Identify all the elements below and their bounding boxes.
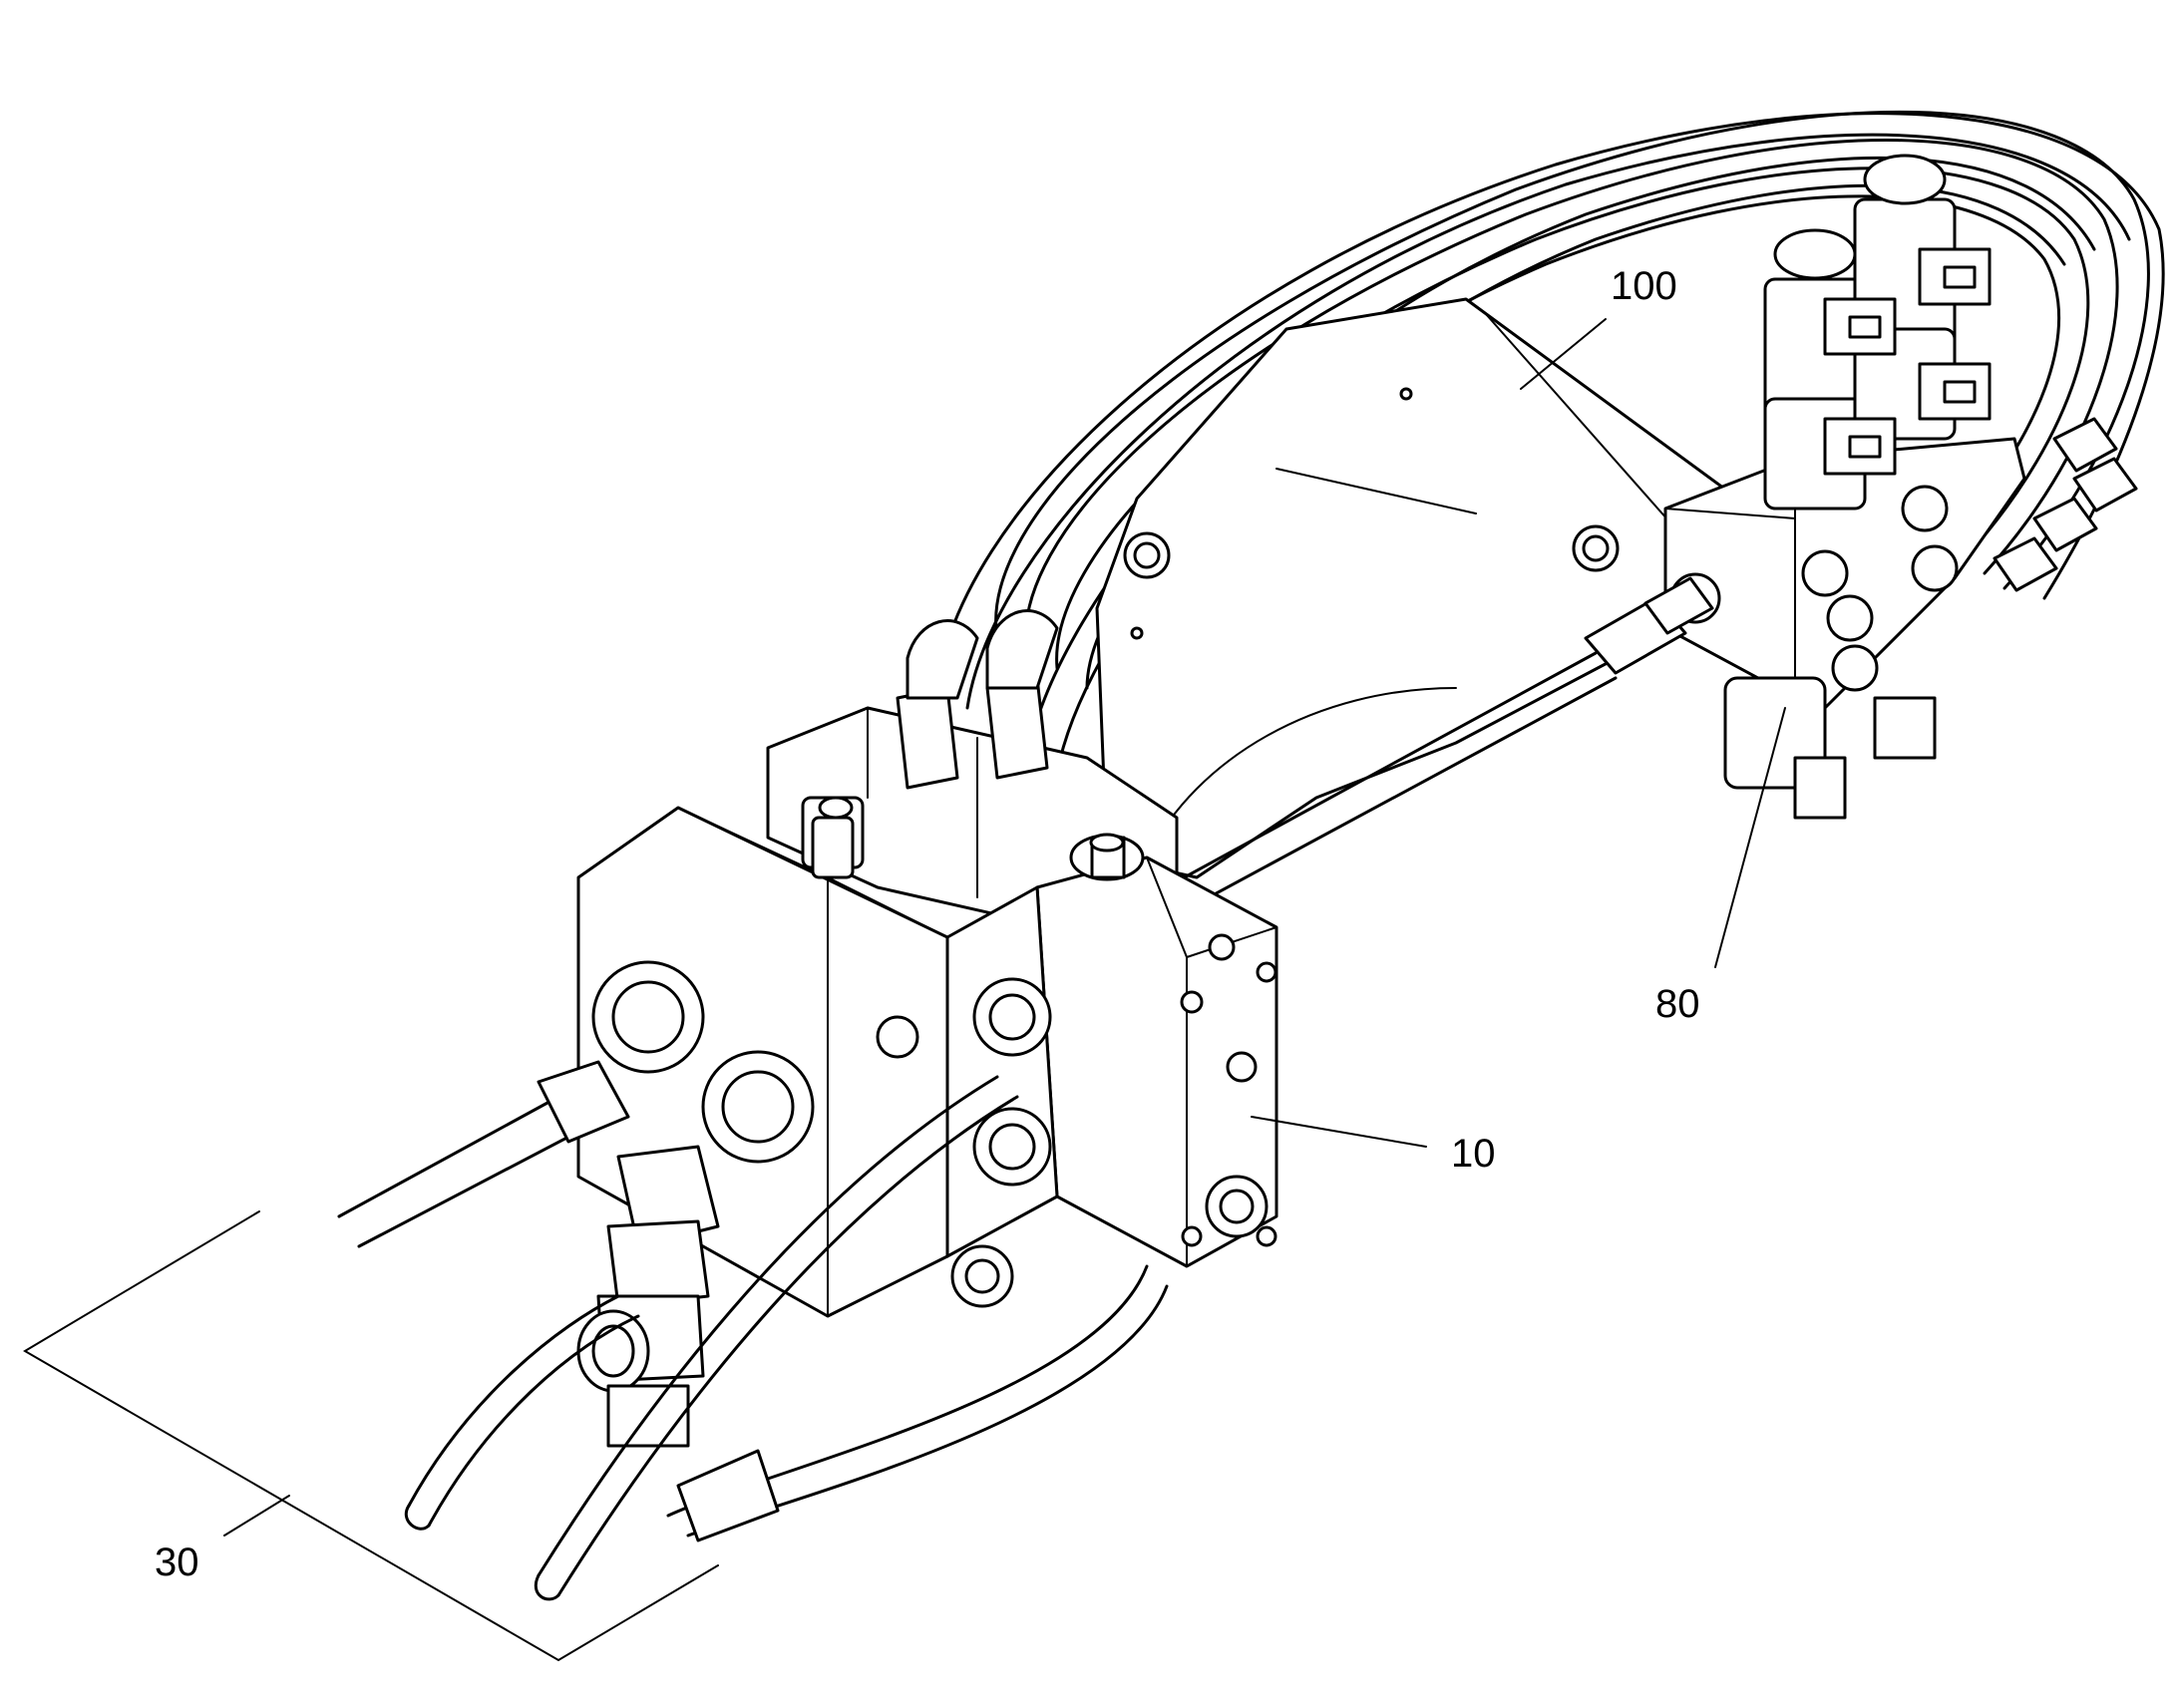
leader-30 — [223, 1495, 290, 1537]
leader-lines — [23, 318, 1786, 1662]
label-80: 80 — [1655, 982, 1700, 1026]
leader-100 — [1520, 318, 1607, 390]
main-manifold — [576, 609, 1278, 1318]
solenoid-valve-block — [1663, 154, 2026, 820]
label-100: 100 — [1611, 264, 1677, 308]
label-30: 30 — [155, 1540, 199, 1584]
bracket-30 — [23, 1210, 719, 1662]
connecting-hose — [1155, 576, 1714, 919]
lower-hose-group — [337, 1060, 1169, 1601]
leader-10 — [1251, 1116, 1427, 1148]
label-10: 10 — [1451, 1132, 1496, 1176]
leader-80 — [1714, 707, 1786, 968]
